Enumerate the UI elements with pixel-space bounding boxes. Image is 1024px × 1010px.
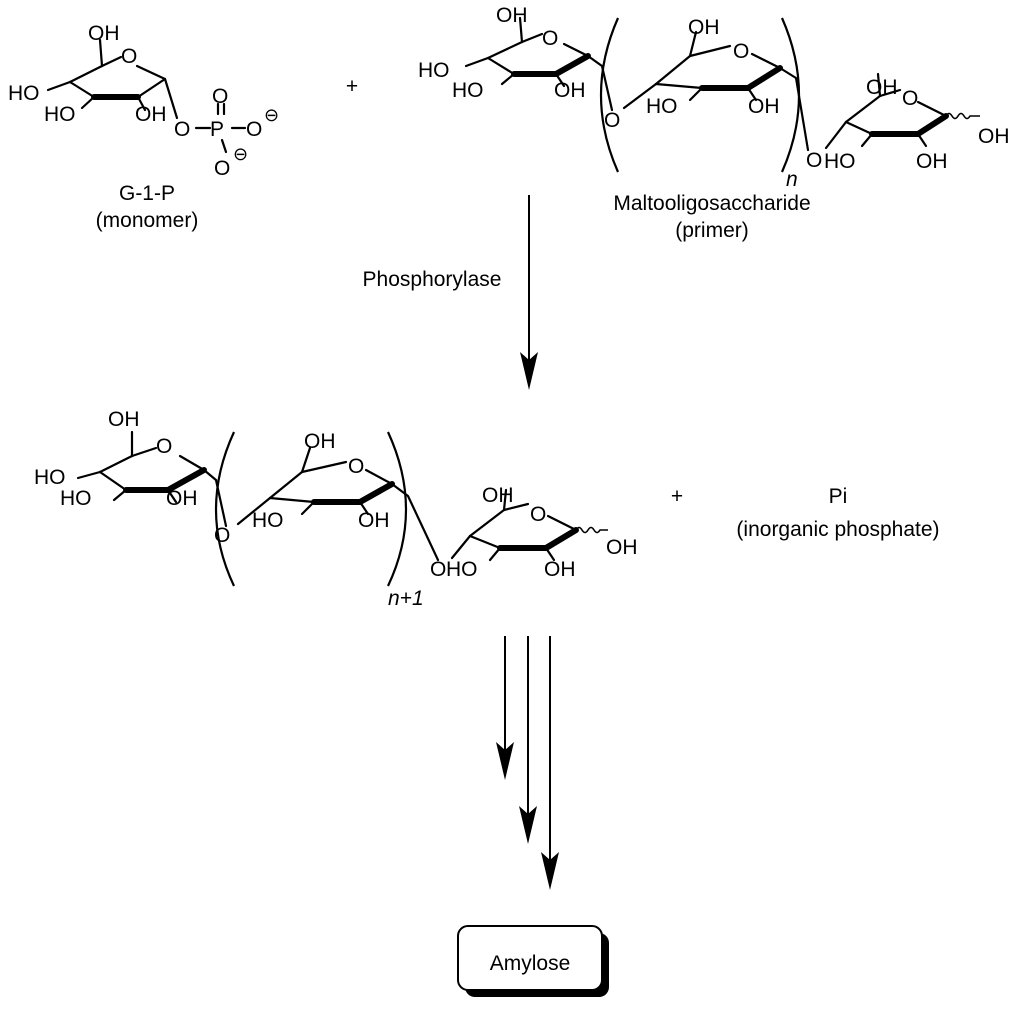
product-repeat-n-plus-1: n+1 xyxy=(388,587,424,610)
product-u1-oh6: OH xyxy=(108,408,140,431)
product-u3-ho3: HO xyxy=(446,558,478,581)
g1p-oh6: OH xyxy=(88,22,120,45)
primer-link2-o: O xyxy=(806,149,822,172)
primer-u2-ring-o: O xyxy=(733,40,749,63)
product-u1-ho4: HO xyxy=(34,466,66,489)
product-u2-ring-o: O xyxy=(348,455,364,478)
primer-link1-o: O xyxy=(604,109,620,132)
product-u1-oh2: OH xyxy=(166,487,198,510)
product-structure: OH HO HO OH O O OH HO OH O O OH HO OH O … xyxy=(34,408,638,610)
product-u2-oh6: OH xyxy=(304,430,336,453)
plus-sign-2: + xyxy=(671,485,683,508)
primer-label: Maltooligosaccharide xyxy=(613,192,810,215)
primer-u2-ho3: HO xyxy=(646,95,678,118)
g1p-oh2: OH xyxy=(135,103,167,126)
pi-label: Pi xyxy=(829,485,848,508)
primer-u3-ho3: HO xyxy=(824,150,856,173)
product-link2-o: O xyxy=(430,558,446,581)
primer-u1-ho4: HO xyxy=(418,59,450,82)
product-u1-ho3: HO xyxy=(60,487,92,510)
primer-sublabel: (primer) xyxy=(675,219,749,242)
amylose-label: Amylose xyxy=(490,952,571,975)
product-u2-oh2: OH xyxy=(358,509,390,532)
g1p-label: G-1-P xyxy=(119,182,175,205)
primer-u1-ring-o: O xyxy=(542,27,558,50)
pi-sublabel: (inorganic phosphate) xyxy=(736,518,939,541)
g1p-ho4: HO xyxy=(8,82,40,105)
g1p-o-right: O xyxy=(246,118,262,141)
primer-u1-oh2: OH xyxy=(554,79,586,102)
primer-structure: OH HO HO OH O O OH HO OH O O OH HO OH O … xyxy=(418,4,1010,242)
amylose-box: Amylose xyxy=(457,925,609,997)
primer-u3-oh2: OH xyxy=(916,150,948,173)
g1p-sublabel: (monomer) xyxy=(96,209,199,232)
product-u2-ho3: HO xyxy=(252,509,284,532)
g1p-o-top: O xyxy=(212,85,228,108)
primer-u1-oh6: OH xyxy=(496,4,528,27)
product-u3-oh2: OH xyxy=(544,558,576,581)
g1p-phosphorus: P xyxy=(210,118,224,141)
primer-u3-oh6: OH xyxy=(866,76,898,99)
g1p-structure: OH HO HO OH O O P O O O ⊖ ⊖ G-1-P (monom… xyxy=(8,22,279,232)
product-link1-o: O xyxy=(214,524,230,547)
primer-u1-ho3: HO xyxy=(452,79,484,102)
primer-u3-oh1: OH xyxy=(978,125,1010,148)
enzyme-label: Phosphorylase xyxy=(363,268,502,291)
g1p-charge-bottom: ⊖ xyxy=(233,144,248,164)
g1p-ring-o: O xyxy=(121,45,137,68)
primer-repeat-n: n xyxy=(786,168,798,191)
product-u1-ring-o: O xyxy=(156,435,172,458)
reaction-arrows-multi-step xyxy=(496,636,559,890)
g1p-ho3: HO xyxy=(44,103,76,126)
plus-sign-1: + xyxy=(346,75,358,98)
g1p-o-bottom: O xyxy=(214,157,230,180)
reaction-arrow-1 xyxy=(520,195,538,390)
primer-u3-ring-o: O xyxy=(902,87,918,110)
g1p-charge-right: ⊖ xyxy=(264,105,279,125)
product-u3-oh1: OH xyxy=(606,536,638,559)
product-u3-ring-o: O xyxy=(530,503,546,526)
product-u3-oh6: OH xyxy=(482,484,514,507)
primer-u2-oh2: OH xyxy=(748,95,780,118)
primer-u2-oh6: OH xyxy=(688,16,720,39)
g1p-o-link: O xyxy=(174,118,190,141)
